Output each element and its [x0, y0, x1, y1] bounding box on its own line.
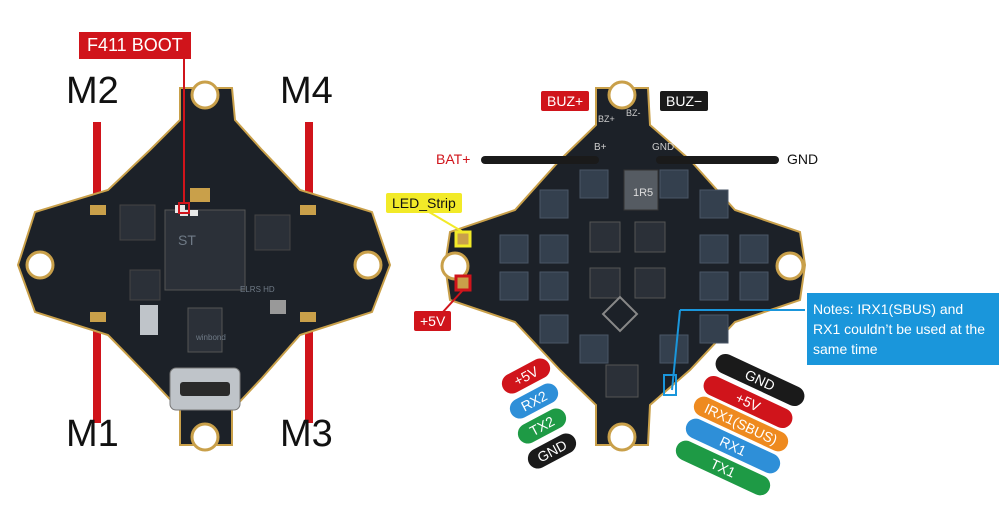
hole-left	[25, 250, 55, 280]
m2-wire	[93, 122, 101, 225]
silk-gnd: GND	[652, 142, 674, 153]
m1-wire	[93, 320, 101, 423]
left-board: ST winbond ELRS HD	[16, 56, 392, 452]
bat-plus-label: BAT+	[436, 151, 471, 167]
m4-wire	[305, 122, 313, 225]
m3-wire	[305, 320, 313, 423]
mcu-chip	[164, 209, 246, 291]
flash-brand: winbond	[195, 333, 226, 342]
buz-minus-tag: BUZ−	[660, 91, 709, 111]
silk-bz-plus: BZ+	[598, 114, 615, 124]
buz-plus-tag: BUZ+	[541, 91, 590, 111]
right-board: 1R5 B+ GND BZ- BZ+	[423, 80, 807, 452]
silk-b-plus: B+	[594, 142, 607, 153]
hole-bottom	[190, 422, 220, 452]
m2-label: M2	[66, 70, 119, 112]
mcu-brand: ST	[178, 232, 196, 248]
m4-label: M4	[280, 70, 333, 112]
chip-mark: 1R5	[633, 187, 653, 199]
silk-bz-minus: BZ-	[626, 108, 641, 118]
boot-label: F411 BOOT	[79, 32, 191, 59]
led-pad	[454, 230, 472, 248]
v5-tag: +5V	[414, 311, 452, 331]
elrs-text: ELRS HD	[240, 285, 275, 294]
flash-chip	[187, 307, 223, 353]
gnd-label: GND	[787, 151, 819, 167]
hole-right	[353, 250, 383, 280]
hole-top	[190, 80, 220, 110]
v5-pad	[454, 274, 472, 292]
m1-label: M1	[66, 413, 119, 455]
m3-label: M3	[280, 413, 333, 455]
led-strip-tag: LED_Strip	[386, 193, 462, 213]
note-box: Notes: IRX1(SBUS) and RX1 couldn’t be us…	[807, 293, 999, 365]
inductor	[623, 169, 659, 211]
